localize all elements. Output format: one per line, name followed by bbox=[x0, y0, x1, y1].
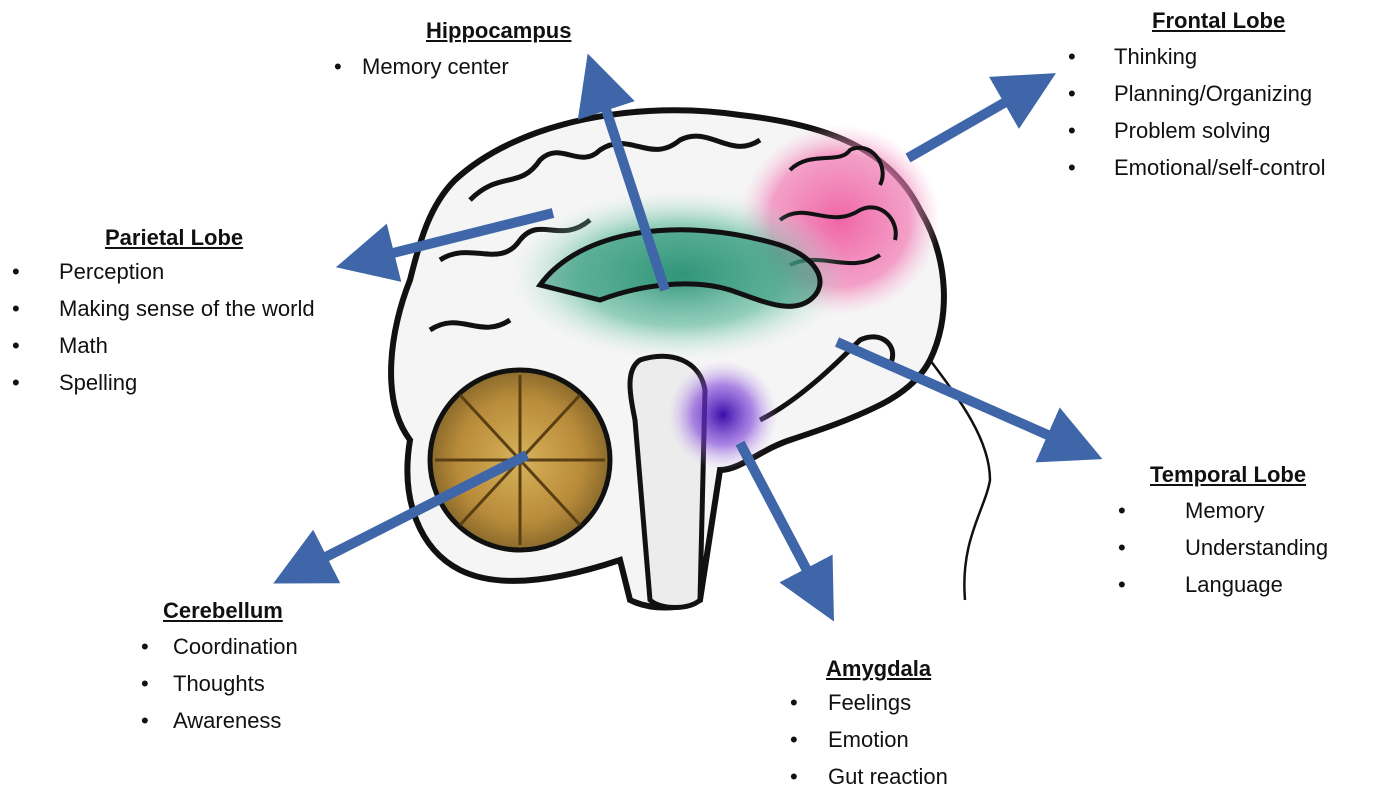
parietal-lobe-list: Perception Making sense of the world Mat… bbox=[4, 253, 315, 401]
temporal-lobe-label: Temporal Lobe Memory Understanding Langu… bbox=[1110, 462, 1328, 603]
list-item: Thoughts bbox=[133, 665, 298, 702]
list-item: Emotion bbox=[782, 721, 948, 758]
list-item: Spelling bbox=[4, 364, 315, 401]
arrow-frontal bbox=[908, 88, 1030, 158]
amygdala-label: Amygdala Feelings Emotion Gut reaction bbox=[782, 656, 948, 795]
amygdala-title: Amygdala bbox=[826, 656, 948, 682]
list-item: Making sense of the world bbox=[4, 290, 315, 327]
list-item: Coordination bbox=[133, 628, 298, 665]
frontal-lobe-list: Thinking Planning/Organizing Problem sol… bbox=[1060, 38, 1326, 186]
list-item: Thinking bbox=[1060, 38, 1326, 75]
list-item: Language bbox=[1110, 566, 1328, 603]
hippocampus-title: Hippocampus bbox=[426, 18, 571, 44]
list-item: Awareness bbox=[133, 702, 298, 739]
list-item: Emotional/self-control bbox=[1060, 149, 1326, 186]
cerebellum-list: Coordination Thoughts Awareness bbox=[133, 628, 298, 739]
amygdala-region bbox=[668, 360, 778, 470]
list-item: Planning/Organizing bbox=[1060, 75, 1326, 112]
cerebellum-title: Cerebellum bbox=[163, 598, 298, 624]
list-item: Perception bbox=[4, 253, 315, 290]
list-item: Math bbox=[4, 327, 315, 364]
list-item: Problem solving bbox=[1060, 112, 1326, 149]
list-item: Feelings bbox=[782, 684, 948, 721]
hippocampus-list: Memory center bbox=[326, 48, 571, 85]
arrow-amygdala bbox=[740, 443, 820, 595]
cerebellum-label: Cerebellum Coordination Thoughts Awarene… bbox=[133, 598, 298, 739]
temporal-lobe-title: Temporal Lobe bbox=[1150, 462, 1328, 488]
list-item: Understanding bbox=[1110, 529, 1328, 566]
parietal-lobe-label: Parietal Lobe Perception Making sense of… bbox=[4, 225, 315, 401]
list-item: Memory bbox=[1110, 492, 1328, 529]
list-item: Memory center bbox=[326, 48, 571, 85]
hippocampus-label: Hippocampus Memory center bbox=[326, 18, 571, 85]
frontal-lobe-title: Frontal Lobe bbox=[1152, 8, 1326, 34]
temporal-lobe-list: Memory Understanding Language bbox=[1110, 492, 1328, 603]
list-item: Gut reaction bbox=[782, 758, 948, 795]
amygdala-list: Feelings Emotion Gut reaction bbox=[782, 684, 948, 795]
frontal-lobe-label: Frontal Lobe Thinking Planning/Organizin… bbox=[1060, 8, 1326, 186]
parietal-lobe-title: Parietal Lobe bbox=[105, 225, 315, 251]
